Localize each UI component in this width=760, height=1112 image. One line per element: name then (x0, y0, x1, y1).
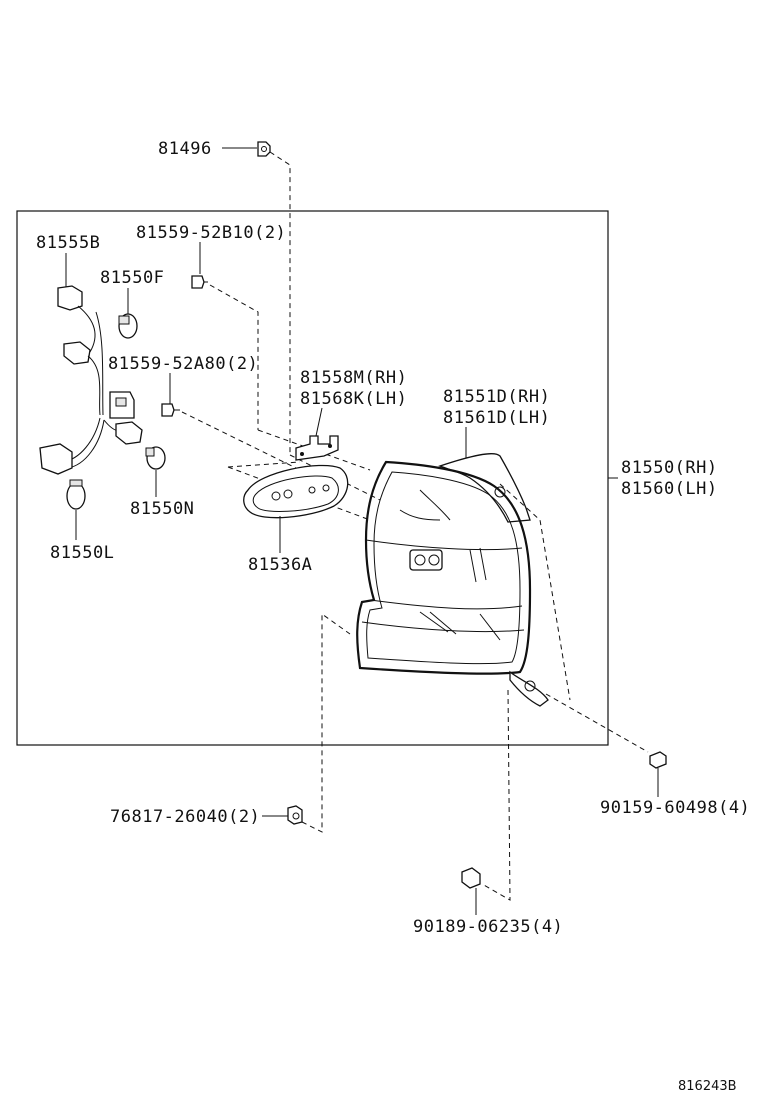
label-81550-rh: 81550(RH) (621, 458, 718, 478)
bulb-81550F (118, 288, 138, 339)
socket-plate-81536A (243, 464, 349, 553)
label-81559-52A80: 81559-52A80(2) (108, 354, 258, 374)
label-90159-60498: 90159-60498(4) (600, 798, 750, 818)
bulb-81550N (145, 446, 166, 497)
label-81555B: 81555B (36, 233, 100, 253)
lamp-lens-81551D (438, 427, 531, 523)
tail-lamp-housing-81550 (356, 460, 571, 707)
label-81551D: 81551D(RH) (443, 387, 550, 407)
bracket-81558M (295, 407, 339, 461)
screw-90189-06235 (461, 689, 511, 915)
label-81536A: 81536A (248, 555, 312, 575)
label-81560-lh: 81560(LH) (621, 479, 718, 499)
label-81550N: 81550N (130, 499, 194, 519)
screw-81559-52A80 (161, 373, 301, 471)
label-81550F: 81550F (100, 268, 164, 288)
label-90189-06235: 90189-06235(4) (413, 917, 563, 937)
nut-76817-26040 (262, 613, 351, 833)
screw-81559-52B10 (191, 242, 259, 430)
label-76817-26040: 76817-26040(2) (110, 807, 260, 827)
label-81568K: 81568K(LH) (300, 389, 407, 409)
clip-81496 (222, 141, 291, 455)
label-81561D: 81561D(LH) (443, 408, 550, 428)
screw-90159-60498 (545, 693, 667, 797)
diagram-reference: 816243B (678, 1079, 737, 1094)
label-81496: 81496 (158, 139, 212, 159)
label-81559-52B10: 81559-52B10(2) (136, 223, 286, 243)
wiring-harness-81555B (39, 253, 143, 475)
bulb-81550L (66, 479, 86, 540)
label-81550L: 81550L (50, 543, 114, 563)
label-81558M: 81558M(RH) (300, 368, 407, 388)
